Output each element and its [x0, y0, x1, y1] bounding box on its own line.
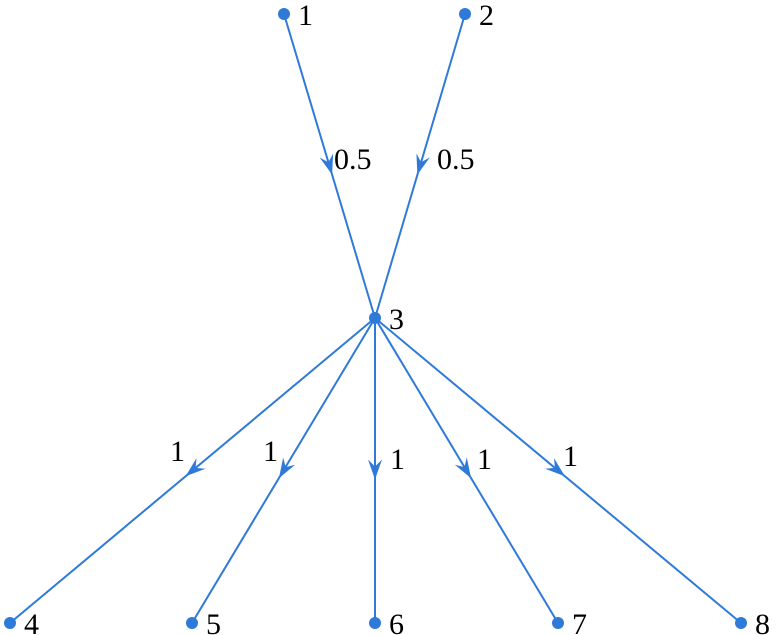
nodes-layer: 1 2 3 4 5 6 7 8 [4, 0, 770, 635]
node-dot-icon [552, 617, 564, 629]
node-label: 7 [572, 608, 587, 635]
node-dot-icon [186, 617, 198, 629]
arrowhead-icon [185, 458, 206, 477]
node-label: 6 [389, 608, 404, 635]
node-label: 3 [389, 303, 404, 336]
node-6: 6 [369, 608, 404, 635]
edge-weight-label: 0.5 [334, 143, 372, 176]
node-label: 4 [24, 608, 39, 635]
arrowhead-icon [278, 457, 296, 479]
node-dot-icon [369, 617, 381, 629]
node-label: 5 [206, 608, 221, 635]
node-dot-icon [459, 8, 471, 20]
arrowhead-icon [368, 459, 382, 480]
edge-3-6: 1 [368, 318, 405, 623]
edge-3-8: 1 [374, 317, 742, 624]
node-4: 4 [4, 608, 39, 635]
node-3: 3 [369, 303, 404, 336]
edge-weight-label: 1 [563, 440, 578, 473]
edge-3-5: 1 [191, 317, 376, 624]
edge-2-3: 0.5 [374, 13, 475, 319]
node-1: 1 [278, 0, 313, 32]
edge-1-3: 0.5 [283, 13, 376, 319]
node-label: 1 [298, 0, 313, 32]
arrowhead-icon [416, 153, 430, 175]
node-7: 7 [552, 608, 587, 635]
node-label: 2 [479, 0, 494, 32]
edge-weight-label: 1 [390, 443, 405, 476]
node-8: 8 [735, 608, 770, 635]
node-dot-icon [278, 8, 290, 20]
node-dot-icon [4, 617, 16, 629]
arrowhead-icon [319, 153, 334, 175]
edge-weight-label: 1 [263, 435, 278, 468]
edge-weight-label: 1 [477, 443, 492, 476]
edge-weight-label: 0.5 [437, 143, 475, 176]
edges-layer: 0.5 0.5 1 1 1 1 1 [9, 13, 742, 624]
edge-weight-label: 1 [170, 435, 185, 468]
node-2: 2 [459, 0, 494, 32]
arrowhead-icon [545, 458, 565, 477]
node-dot-icon [735, 617, 747, 629]
node-label: 8 [755, 608, 770, 635]
edge-3-7: 1 [374, 317, 559, 624]
node-dot-icon [369, 312, 381, 324]
node-5: 5 [186, 608, 221, 635]
arrowhead-icon [454, 457, 472, 479]
edge-3-4: 1 [9, 317, 376, 624]
